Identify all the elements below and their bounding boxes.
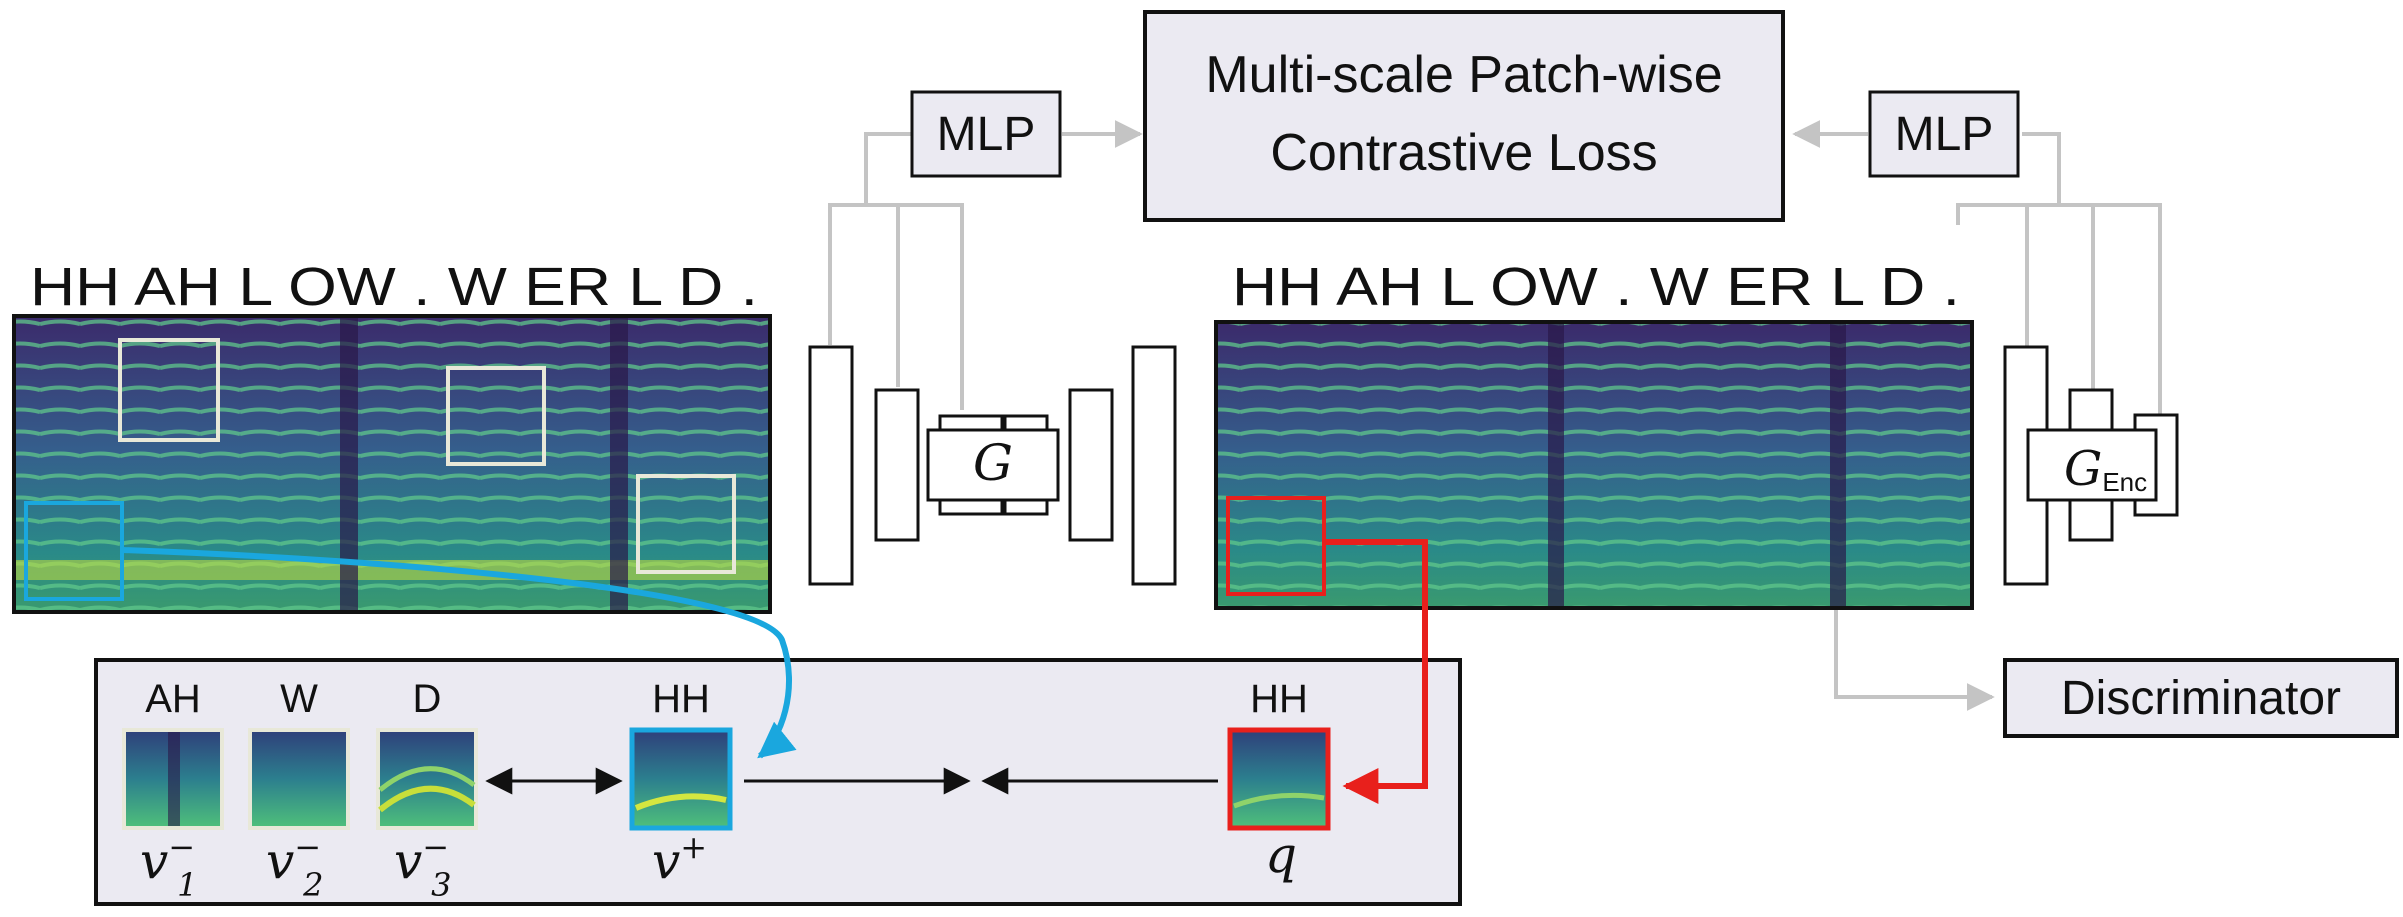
mlp-right: MLP	[1868, 90, 2020, 178]
negative-patch-ah-outline	[118, 338, 220, 442]
query-patch-outline	[1226, 496, 1326, 596]
generator-encoder	[2003, 345, 2179, 586]
query-symbol: q	[1265, 826, 1297, 884]
mlp-right-label: MLP	[1895, 108, 1994, 161]
patch-tile-d	[376, 728, 478, 830]
right-feature-connectors	[1792, 120, 2162, 711]
discriminator-label: Discriminator	[2061, 672, 2341, 725]
discriminator-box: Discriminator	[2003, 658, 2399, 738]
patch-tile-ah	[122, 728, 224, 830]
query-patch-link	[1324, 539, 1428, 804]
negative-patch-w-outline	[446, 366, 546, 466]
left-feature-connectors	[828, 120, 1143, 410]
generator-encoder-label: GEnc	[2064, 441, 2147, 497]
negative-symbol-3: v−3	[394, 828, 451, 904]
contrastive-loss-box: Multi-scale Patch-wise Contrastive Loss	[1143, 10, 1785, 222]
output-spectrogram	[1214, 320, 1974, 610]
patch-tile-positive	[629, 727, 733, 831]
patch-phoneme-1: AH	[145, 677, 201, 721]
contrastive-patch-panel: AH W D HH HH v−1 v−2 v−3 v+ q	[94, 658, 1462, 906]
loss-title-line1: Multi-scale Patch-wise	[1205, 46, 1722, 104]
patch-phoneme-4: HH	[652, 677, 710, 721]
patch-tile-w	[248, 728, 350, 830]
negative-symbol-1: v−1	[140, 828, 197, 904]
generator-g	[808, 345, 1177, 586]
negative-symbol-2: v−2	[266, 828, 323, 904]
patch-phoneme-2: W	[280, 677, 318, 721]
patch-phoneme-3: D	[413, 677, 442, 721]
patch-tile-query	[1227, 727, 1331, 831]
source-phoneme-sequence: HH AH L OW . W ER L D .	[30, 257, 758, 317]
patch-phoneme-5: HH	[1250, 677, 1308, 721]
positive-patch-link	[121, 547, 797, 759]
loss-title-line2: Contrastive Loss	[1270, 124, 1657, 182]
positive-symbol: v+	[652, 828, 707, 890]
negative-patch-d-outline	[636, 474, 736, 574]
generator-label: G	[973, 434, 1013, 492]
output-phoneme-sequence: HH AH L OW . W ER L D .	[1232, 257, 1960, 317]
mlp-left: MLP	[910, 90, 1062, 178]
mlp-left-label: MLP	[937, 108, 1036, 161]
